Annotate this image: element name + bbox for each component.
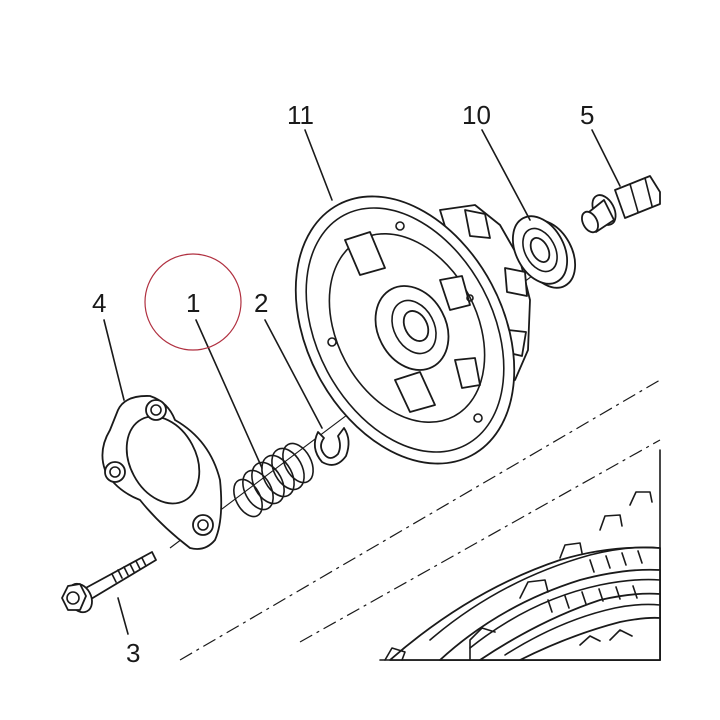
callout-2: 2 xyxy=(254,288,268,318)
dash-dot-axis-line xyxy=(179,379,661,661)
callout-1: 1 xyxy=(186,288,200,318)
part-2-circlip xyxy=(313,427,350,466)
leader-line-4 xyxy=(103,319,125,401)
part-5-push-piece xyxy=(581,175,661,234)
leader-line-5 xyxy=(591,129,621,187)
callout-10: 10 xyxy=(462,100,491,130)
part-1-spring xyxy=(233,442,314,518)
dash-dot-axis-line-lower xyxy=(299,439,661,643)
callout-4: 4 xyxy=(92,288,106,318)
clutch-plate-stack xyxy=(379,449,661,661)
callout-5: 5 xyxy=(580,100,594,130)
part-3-flange-bolt xyxy=(61,551,157,614)
leader-line-11 xyxy=(304,129,333,201)
part-10-bearing xyxy=(511,215,577,289)
highlight-circle xyxy=(144,253,242,351)
callout-11: 11 xyxy=(287,100,314,130)
part-11-pressure-plate xyxy=(294,195,531,465)
leader-line-1 xyxy=(195,319,263,469)
leader-line-2 xyxy=(264,319,323,429)
leader-line-3 xyxy=(117,597,129,635)
part-4-retainer-plate xyxy=(101,395,223,550)
callout-3: 3 xyxy=(126,638,140,668)
leader-line-10 xyxy=(481,129,531,221)
